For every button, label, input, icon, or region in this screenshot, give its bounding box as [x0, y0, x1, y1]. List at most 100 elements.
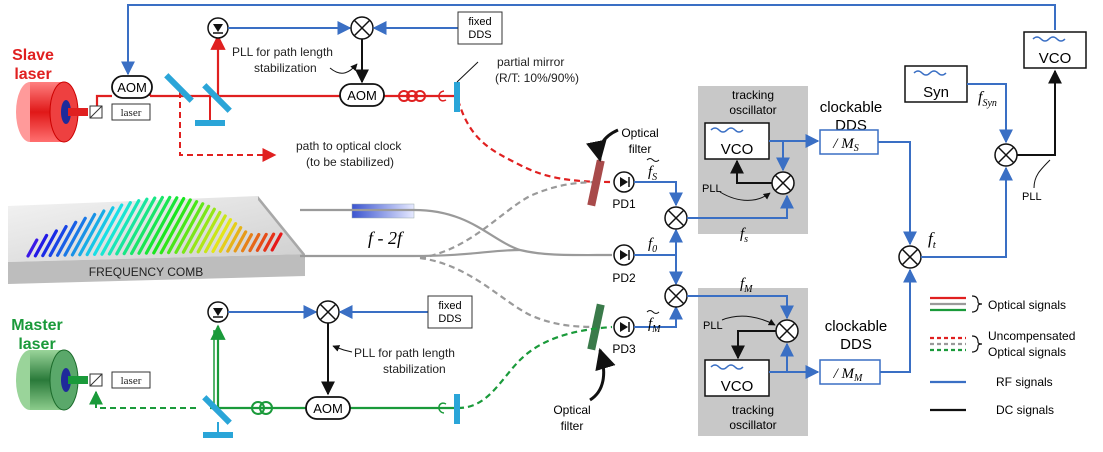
comb-tooth: [144, 196, 179, 255]
rf-feedback-line-top: [121, 4, 1056, 76]
master-mirror-base: [203, 432, 233, 438]
comb-output-mid: [300, 248, 521, 258]
legend-rf: RF signals: [996, 375, 1053, 389]
comb-tooth: [167, 200, 199, 255]
optical-filter-bottom-1: Optical: [553, 403, 590, 417]
pll-right: PLL: [1022, 191, 1042, 203]
track-top-pll: PLL: [702, 183, 722, 195]
master-laser-box-label: laser: [121, 375, 142, 387]
optical-filter-bottom: [587, 303, 605, 351]
mixer-s-icon: [667, 209, 685, 227]
legend-uncomp-2: Optical signals: [988, 345, 1066, 359]
divider-ms-box[interactable]: [819, 129, 879, 155]
slave-fixed-dds-2: DDS: [468, 29, 491, 41]
comb-tooth: [130, 195, 164, 256]
clockable-bottom-1: clockable: [825, 318, 888, 335]
comb-tooth: [248, 232, 261, 253]
master-aom[interactable]: [305, 396, 351, 420]
freq-f0: f0: [648, 236, 657, 255]
comb-tooth: [63, 216, 87, 257]
master-mirror: [202, 395, 232, 425]
clockable-top-1: clockable: [820, 99, 883, 116]
master-uncompensated-path: [457, 325, 613, 410]
comb-tooth: [26, 238, 39, 258]
freq-fS-tilde: fS: [648, 164, 657, 183]
tracking-top-1: tracking: [732, 88, 774, 102]
slave-laser-box-label: laser: [121, 107, 142, 119]
master-title-2: laser: [18, 336, 55, 353]
path-clock-label-2: (to be stabilized): [306, 155, 394, 169]
comb-tooth: [107, 199, 141, 256]
master-partial-mirror: [454, 394, 460, 424]
comb-tooth: [196, 210, 222, 254]
divider-mm-box[interactable]: [819, 359, 881, 385]
comb-tooth: [263, 232, 276, 252]
master-fiber-coil: [251, 401, 273, 415]
comb-tooth: [270, 232, 283, 252]
comb-tooth: [100, 201, 132, 256]
slave-fixed-dds-box[interactable]: [457, 11, 503, 45]
comb-tooth: [85, 206, 115, 257]
tracking-bottom-1: tracking: [732, 403, 774, 417]
ft-to-mixer-pll: [921, 166, 1013, 258]
partial-mirror-label-1: partial mirror: [497, 55, 564, 69]
slave-mirror-base: [195, 120, 225, 126]
slave-return-arrow: [438, 90, 447, 102]
freq-fM-tilde: fM: [648, 316, 661, 335]
tracking-top-2: oscillator: [729, 103, 776, 117]
comb-tooth: [255, 232, 268, 252]
vco-bottom[interactable]: [704, 359, 770, 397]
slave-laser-to-aom: [95, 94, 112, 110]
mixer-m-icon: [667, 287, 685, 305]
slave-mirror-2: [202, 83, 232, 113]
comb-tooth: [78, 209, 106, 257]
mixer-track-bottom-icon: [778, 322, 796, 340]
slave-laser-box: [111, 103, 151, 121]
freq-fs: fs: [740, 226, 748, 245]
comb-tooth: [122, 196, 157, 256]
pd1: [613, 171, 635, 193]
master-pll-text-1: PLL for path length: [354, 346, 455, 360]
vco-bottom-wave: [710, 364, 744, 370]
comb-tooth: [241, 233, 253, 253]
slave-title-1: Slave: [12, 47, 54, 64]
slave-pll-pointer: [329, 63, 358, 74]
slave-pll-text-1: PLL for path length: [232, 45, 333, 59]
pd2: [613, 244, 635, 266]
slave-isolator-diag: [89, 105, 103, 119]
master-fixed-dds-2: DDS: [438, 313, 461, 325]
comb-tooth: [211, 218, 233, 254]
master-return-arrow: [438, 402, 447, 414]
master-fixed-dds-box[interactable]: [427, 295, 473, 329]
optical-filter-top-pointer: [586, 128, 619, 163]
comb-tooth: [159, 198, 192, 255]
divider-ms: / MS: [832, 136, 858, 154]
pd1-label: PD1: [612, 197, 636, 211]
master-laser-box: [111, 371, 151, 389]
ms-to-mixer-t: [878, 141, 917, 246]
comb-tooth: [137, 195, 172, 255]
comb-tooth: [33, 233, 49, 258]
legend-dc: DC signals: [996, 403, 1054, 417]
comb-spectrum-lines: [26, 195, 283, 258]
slave-pll-text-2: stabilization: [254, 61, 317, 75]
comb-tooth: [55, 220, 78, 257]
vco-bottom-label: VCO: [721, 378, 754, 395]
track-bottom-dc: [731, 330, 776, 360]
divider-mm: / MM: [833, 366, 863, 384]
slave-aom-right[interactable]: [339, 83, 385, 107]
vco-top-wave: [710, 127, 744, 133]
freq-ft: ft: [928, 229, 937, 251]
slave-aom-left[interactable]: [111, 75, 153, 99]
clockable-bottom-2: DDS: [840, 336, 872, 353]
mixer-m-out: [687, 295, 794, 320]
slave-uncompensated-path: [456, 99, 613, 184]
slave-optical-clock-path: [179, 92, 277, 162]
path-clock-label-1: path to optical clock: [296, 139, 402, 153]
vco-top[interactable]: [704, 122, 770, 160]
track-top-pll-pointer: [719, 191, 771, 201]
master-pll-pointer: [332, 345, 353, 353]
pll-right-pointer: [1033, 159, 1051, 189]
slave-partial-mirror: [454, 82, 460, 112]
master-mixer-icon: [319, 303, 337, 321]
